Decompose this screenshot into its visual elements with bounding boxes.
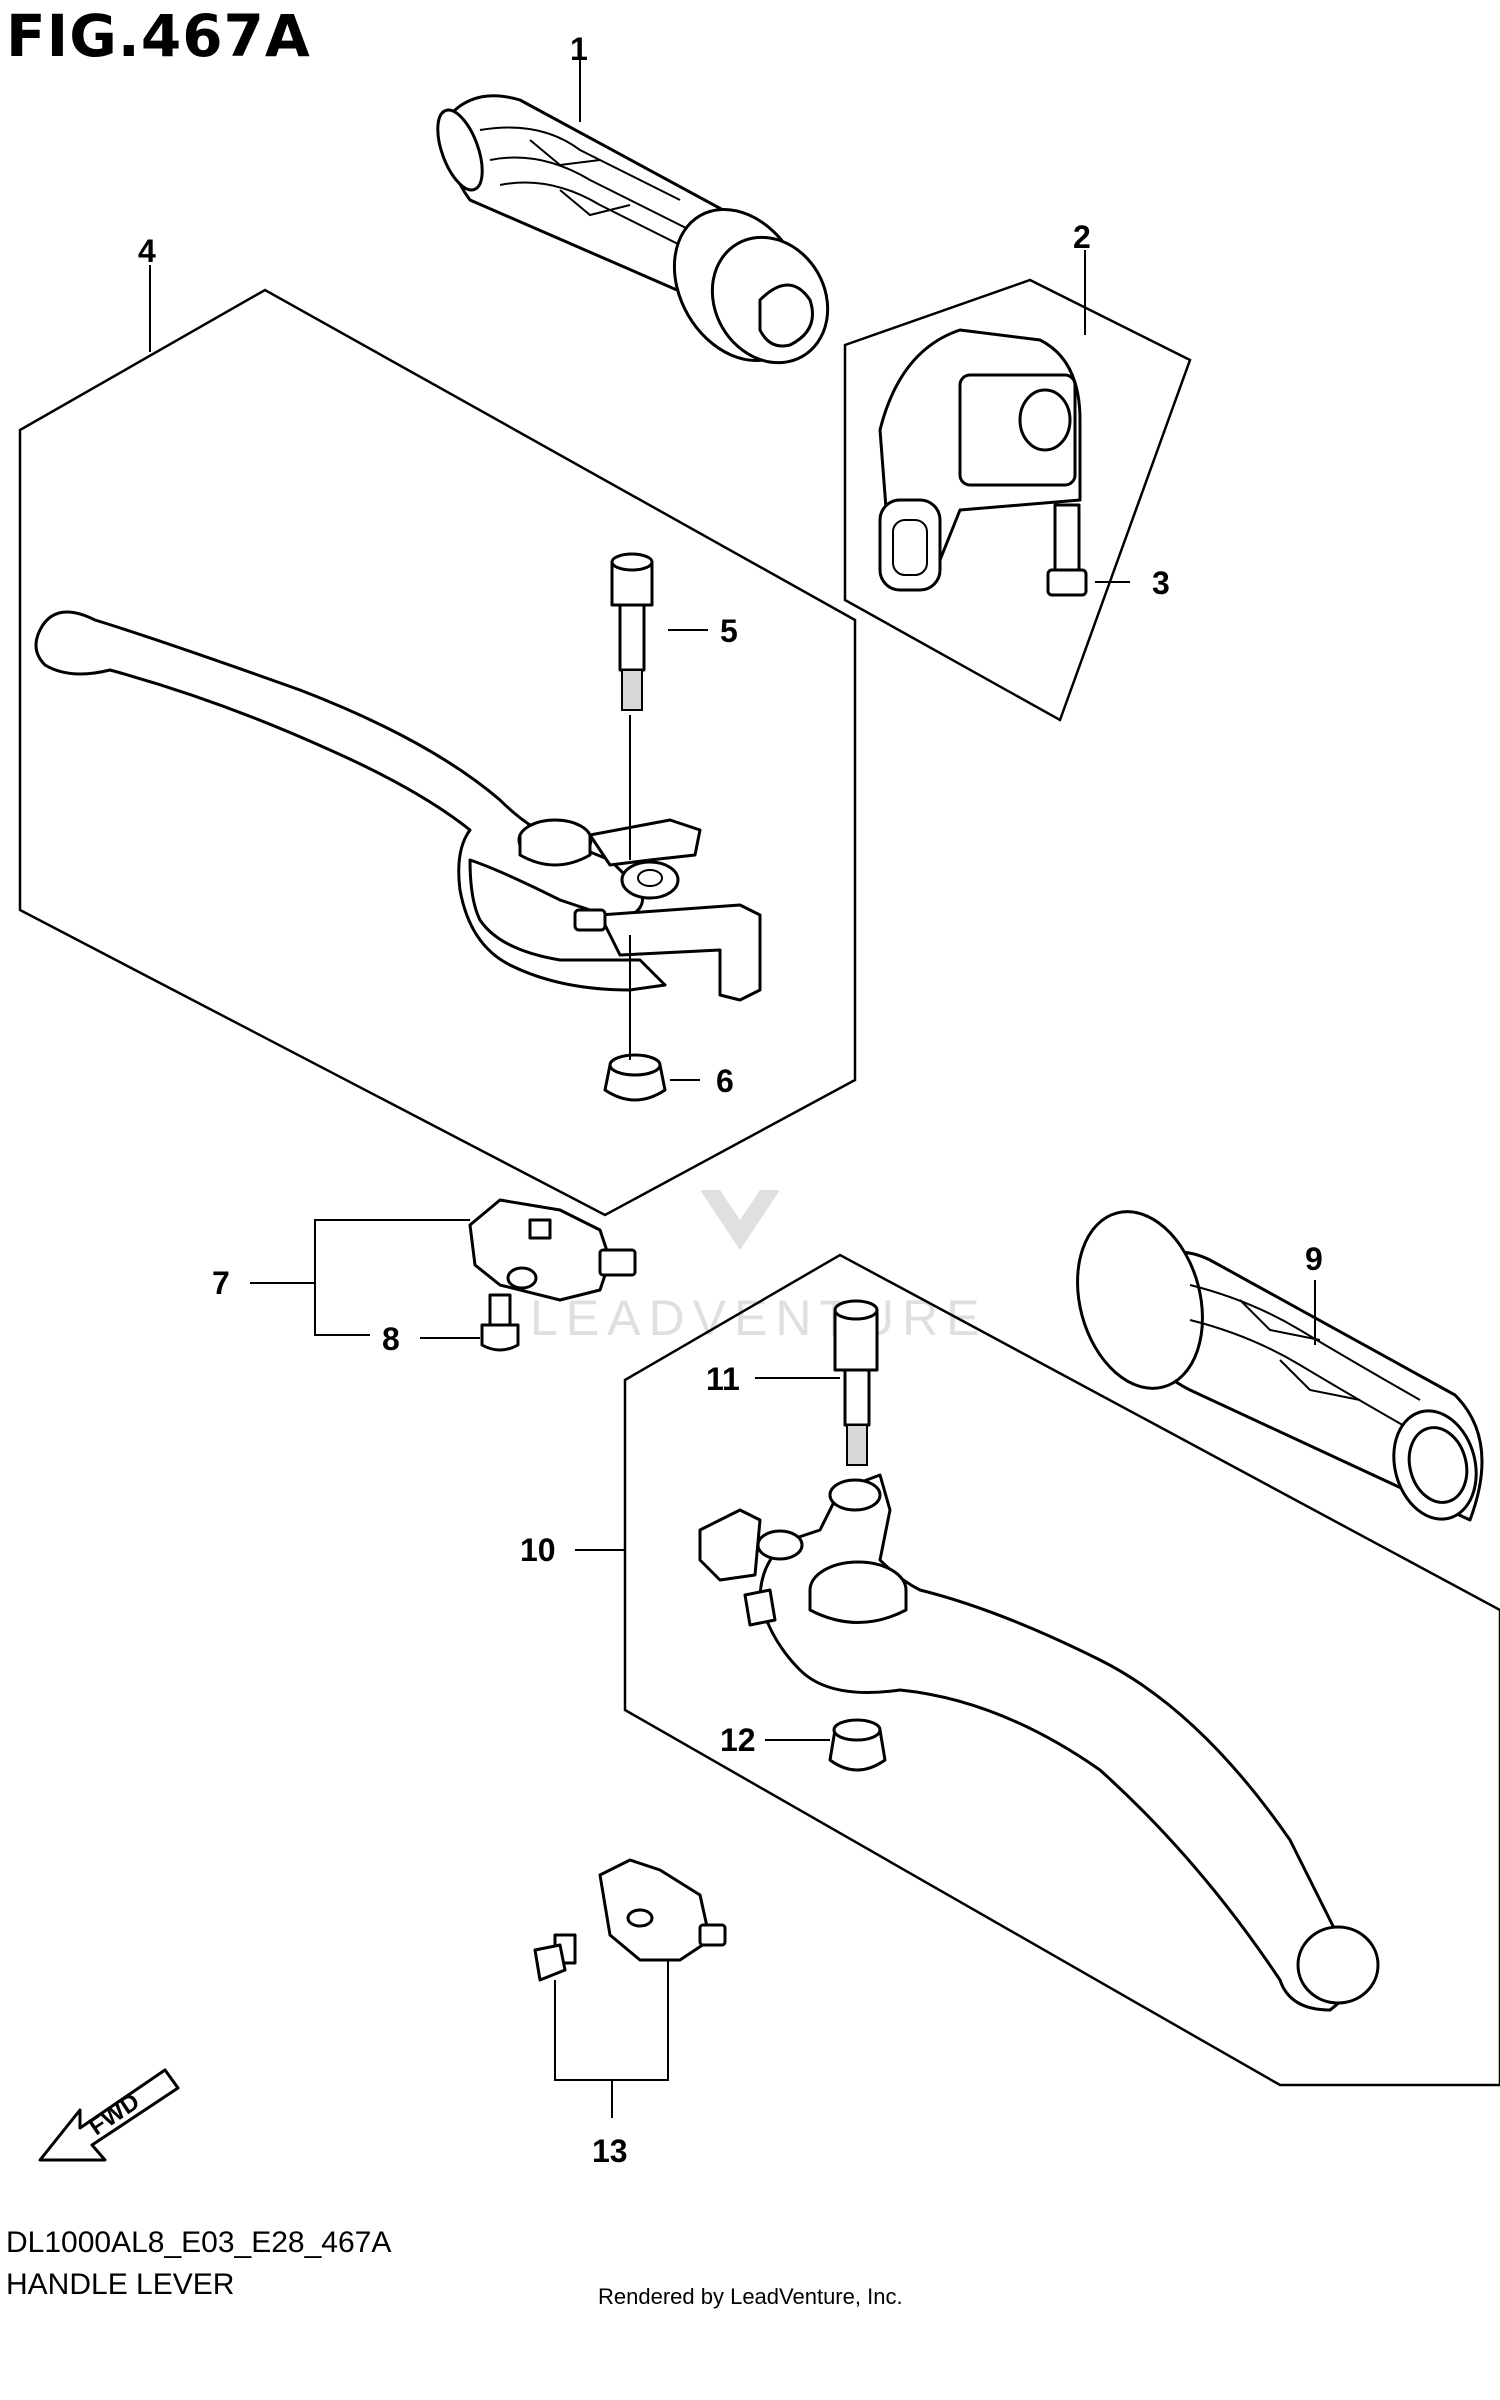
callout-13: 13	[592, 2133, 628, 2169]
callout-5: 5	[720, 613, 738, 649]
watermark-text: LEADVENTURE	[530, 1290, 988, 1346]
figure-title: FIG.467A	[6, 2, 311, 70]
render-credit: Rendered by LeadVenture, Inc.	[598, 2284, 903, 2309]
callout-7: 7	[212, 1265, 230, 1301]
figure-name: HANDLE LEVER	[6, 2268, 235, 2301]
grip-part-1[interactable]	[429, 94, 850, 385]
watermark-logo: LEADVENTURE	[530, 1190, 988, 1346]
callout-4: 4	[138, 233, 156, 269]
nut-part-6[interactable]	[603, 1053, 667, 1102]
assembly-box-4	[18, 288, 857, 1217]
callout-12: 12	[720, 1722, 756, 1758]
brake-switch-part-7[interactable]	[468, 1198, 637, 1302]
callout-10: 10	[520, 1532, 556, 1568]
clutch-lever-part-10[interactable]	[698, 1473, 1380, 2012]
figure-code: DL1000AL8_E03_E28_467A	[6, 2226, 392, 2259]
callout-11: 11	[706, 1361, 740, 1397]
callout-9: 9	[1305, 1241, 1323, 1277]
leader-lines	[149, 60, 1316, 2118]
callout-6: 6	[716, 1063, 734, 1099]
screw-part-8[interactable]	[480, 1293, 520, 1352]
assembly-box-2	[843, 278, 1192, 722]
callout-2: 2	[1073, 219, 1091, 255]
brake-lever-part-4[interactable]	[34, 610, 762, 1002]
screw-part-3[interactable]	[1046, 503, 1088, 597]
callout-1: 1	[570, 31, 588, 67]
callout-3: 3	[1152, 565, 1170, 601]
fwd-arrow-icon: FWD	[38, 2068, 180, 2162]
throttle-housing-part-2[interactable]	[878, 328, 1082, 592]
callout-8: 8	[382, 1321, 400, 1357]
clutch-switch-part-13[interactable]	[533, 1858, 727, 1982]
bolt-part-5[interactable]	[610, 552, 654, 711]
nut-part-12[interactable]	[828, 1718, 887, 1772]
grip-part-9[interactable]	[1059, 1198, 1488, 1529]
bolt-part-11[interactable]	[833, 1299, 879, 1466]
callout-numbers: 1 2 3 4 5 6 7 8 9 10 11 12 13	[138, 31, 1323, 2169]
assembly-box-10	[623, 1253, 1500, 2087]
